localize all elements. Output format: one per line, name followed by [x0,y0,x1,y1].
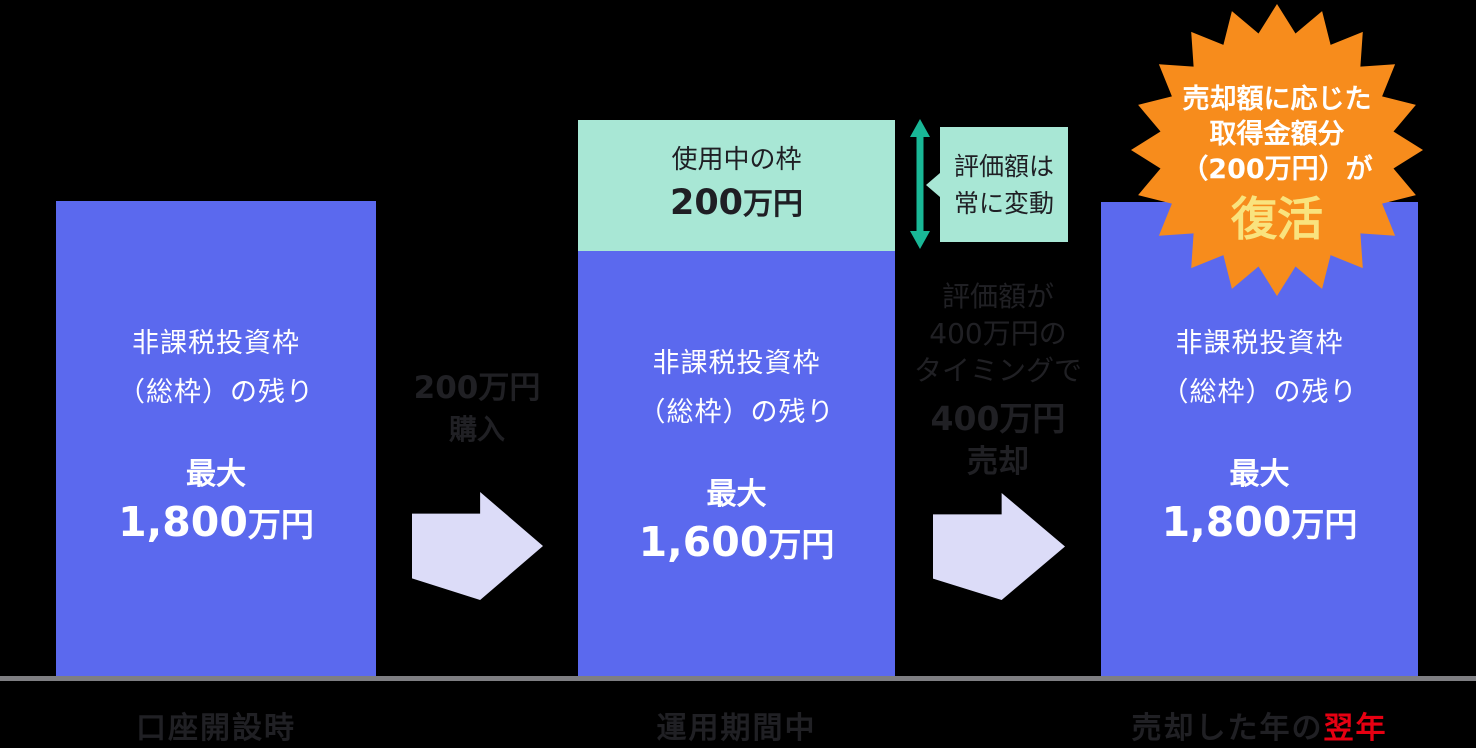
stage3-remaining-quota-bar: 非課税投資枠 （総枠）の残り 最大 1,800万円 [1101,202,1418,676]
stage3-bar-line2: （総枠）の残り [1161,377,1358,408]
stage1-bar-line2: （総枠）の残り [118,377,314,408]
badge-line2: 取得金額分 [1209,119,1345,150]
stage3-label-highlight: 翌年 [1323,711,1388,746]
sell-amount-text: 400万円 [930,399,1066,438]
stage1-bar-line1: 非課税投資枠 [132,328,300,359]
stage2-bar-line2: （総枠）の残り [638,397,835,428]
stage3-label-prefix: 売却した年の [1131,711,1324,746]
timeline-axis [0,676,1476,681]
stage1-label: 口座開設時 [136,711,296,746]
stage3-max-label: 最大 [1229,457,1290,492]
stage1-max-label: 最大 [186,457,246,492]
stage2-max-label: 最大 [706,477,767,512]
badge-line1: 売却額に応じた [1182,84,1372,115]
sell-annotation: 評価額が 400万円の タイミングで 400万円 売却 [898,278,1098,483]
right-arrow-icon [412,492,543,600]
stage3-amount: 1,800万円 [1161,498,1358,546]
stage2-bar-line1: 非課税投資枠 [652,348,821,379]
purchase-action-text: 購入 [448,413,505,446]
stage2-remaining-quota-bar: 非課税投資枠 （総枠）の残り 最大 1,600万円 [578,251,895,676]
stage2-label: 運用期間中 [656,711,817,746]
stage3-label: 売却した年の翌年 [1101,703,1418,747]
stage2-amount: 1,600万円 [638,518,835,566]
purchase-amount-text: 200万円 [413,370,541,406]
sell-line3: タイミングで [913,354,1082,387]
stage1-amount: 1,800万円 [118,498,314,546]
restore-badge-text: 売却額に応じた 取得金額分 （200万円）が 復活 [1131,82,1423,246]
callout-line1: 評価額は [953,151,1054,181]
stage2-used-quota-box: 使用中の枠 200万円 [578,120,895,251]
sell-action-text: 売却 [967,444,1029,480]
used-quota-title: 使用中の枠 [671,144,802,175]
sell-line2: 400万円の [929,317,1067,350]
purchase-annotation: 200万円 購入 [377,366,577,450]
callout-line2: 常に変動 [953,188,1054,218]
stage3-bar-line1: 非課税投資枠 [1175,328,1344,359]
sell-line1: 評価額が [941,280,1054,313]
badge-highlight: 復活 [1231,192,1323,246]
starburst-badge-icon [1131,4,1423,296]
right-arrow-icon [933,493,1065,600]
badge-line3: （200万円）が [1181,154,1373,185]
stage1-remaining-quota-bar: 非課税投資枠 （総枠）の残り 最大 1,800万円 [56,201,376,676]
valuation-callout-bubble: 評価額は 常に変動 [926,127,1068,242]
double-arrow-icon [910,119,930,249]
used-quota-amount: 200万円 [669,182,804,223]
